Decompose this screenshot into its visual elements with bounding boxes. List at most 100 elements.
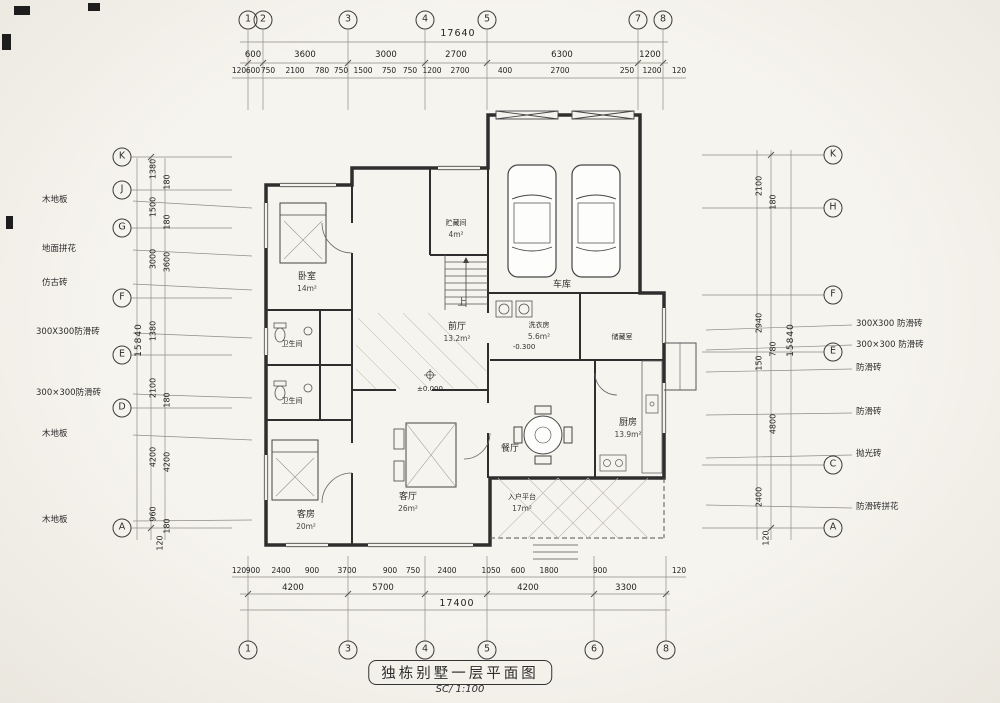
dim-bottom-total: 17400	[439, 598, 475, 609]
dim-top-major: 2700	[445, 50, 467, 60]
dim-bottom-minor: 900	[245, 566, 261, 575]
dim-left: 4200	[148, 446, 158, 468]
room-dining: 餐厅	[501, 442, 519, 454]
dim-top-minor: 2100	[285, 66, 305, 75]
dim-top-major: 6300	[551, 50, 573, 60]
room-storage-top: 贮藏间	[446, 218, 467, 227]
dim-right: 2100	[754, 175, 764, 197]
axis-bubble-left-k: K	[112, 147, 132, 167]
axis-bubble-top-3: 3	[338, 10, 358, 30]
dim-top-minor: 120	[231, 66, 247, 75]
dim-right-total: 15840	[786, 323, 796, 357]
dim-bottom-minor: 900	[382, 566, 398, 575]
room-terrace: 入户平台	[508, 492, 536, 501]
room-bath-2: 卫生间	[282, 396, 303, 405]
room-laundry: 洗衣房	[529, 320, 550, 329]
washer-units	[495, 300, 533, 318]
anno-wood-floor-3: 木地板	[42, 515, 68, 525]
stair-up-label: 上	[457, 297, 466, 308]
axis-bubble-left-j: J	[112, 180, 132, 200]
room-kitchen: 厨房	[619, 416, 637, 428]
dim-bottom-major: 4200	[282, 583, 304, 593]
axis-bubble-right-k: K	[823, 145, 843, 165]
anno-r-polished-tile: 抛光砖	[856, 449, 882, 459]
dim-top-major: 3000	[375, 50, 397, 60]
dim-top-minor: 2700	[450, 66, 470, 75]
dim-right: 4800	[768, 413, 778, 435]
interior-walls	[266, 168, 664, 545]
dim-right: 2400	[754, 486, 764, 508]
dim-right: 150	[754, 355, 764, 371]
dim-bottom-major: 4200	[517, 583, 539, 593]
terrace	[490, 477, 665, 560]
scan-mark	[14, 6, 30, 15]
car-left	[507, 164, 557, 278]
dim-top-minor: 120	[671, 66, 687, 75]
dim-top-minor: 600	[245, 66, 261, 75]
dim-top-major: 600	[244, 50, 262, 60]
axis-bubble-right-a: A	[823, 518, 843, 538]
axis-bubble-top-7: 7	[628, 10, 648, 30]
windows	[263, 165, 667, 548]
axis-bubble-right-e: E	[823, 342, 843, 362]
axis-bubble-bottom-6: 6	[584, 640, 604, 660]
room-storage-right: 储藏室	[612, 332, 633, 341]
anno-antislip-300-2: 300×300防滑砖	[36, 388, 102, 398]
axis-bubble-left-d: D	[112, 398, 132, 418]
scan-mark	[88, 3, 100, 11]
level-mark-zero: ±0.000	[417, 369, 443, 393]
dim-top-minor: 1200	[642, 66, 662, 75]
axis-bubble-left-g: G	[112, 218, 132, 238]
axis-bubble-bottom-3: 3	[338, 640, 358, 660]
room-guest: 客房	[297, 508, 315, 520]
dim-top-major: 1200	[639, 50, 661, 60]
sofa	[393, 422, 457, 488]
dim-top-minor: 2700	[550, 66, 570, 75]
dim-bottom-minor: 120	[231, 566, 247, 575]
anno-antique-tile: 仿古砖	[42, 278, 68, 288]
axis-bubble-left-f: F	[112, 288, 132, 308]
dim-left: 1380	[148, 158, 158, 180]
level-text-zero: ±0.000	[417, 385, 443, 393]
room-living-area: 26m²	[398, 504, 418, 513]
room-bedroom: 卧室	[298, 270, 316, 282]
room-terrace-area: 17m²	[512, 504, 532, 513]
anno-wood-floor-1: 木地板	[42, 195, 68, 205]
dim-left: 120	[155, 535, 165, 551]
dim-left: 960	[148, 506, 158, 522]
garage-door	[495, 110, 635, 120]
room-guest-area: 20m²	[296, 522, 316, 531]
level-mark-minus: -0.300	[513, 343, 536, 351]
dim-right: 2940	[754, 312, 764, 334]
dim-top-minor: 750	[381, 66, 397, 75]
stairs	[444, 255, 488, 310]
axis-bubble-left-a: A	[112, 518, 132, 538]
dim-top-minor: 400	[497, 66, 513, 75]
dim-top-minor: 750	[260, 66, 276, 75]
axis-bubble-bottom-1: 1	[238, 640, 258, 660]
kitchen-fixtures	[599, 360, 663, 474]
car-right	[571, 164, 621, 278]
room-laundry-area: 5.6m²	[528, 332, 550, 341]
dim-bottom-minor: 120	[671, 566, 687, 575]
axis-bubble-top-4: 4	[415, 10, 435, 30]
door-arcs	[321, 222, 618, 504]
dim-top-minor: 1200	[422, 66, 442, 75]
room-bedroom-area: 14m²	[297, 284, 317, 293]
room-living: 客厅	[399, 490, 417, 502]
bay-window	[664, 342, 697, 391]
anno-r-antislip-1: 防滑砖	[856, 363, 882, 373]
anno-r-antislip-2: 防滑砖	[856, 407, 882, 417]
level-text-minus: -0.300	[513, 343, 536, 351]
dim-top-minor: 750	[402, 66, 418, 75]
anno-r-antislip-300-2: 300×300 防滑砖	[856, 340, 924, 350]
axis-bubble-top-5: 5	[477, 10, 497, 30]
axis-bubble-bottom-5: 5	[477, 640, 497, 660]
bath-fixtures	[273, 322, 313, 401]
dining-table	[513, 405, 573, 465]
axis-bubble-top-8: 8	[653, 10, 673, 30]
dim-left: 180	[162, 174, 172, 190]
room-garage: 车库	[553, 278, 571, 290]
drawing-title: 独栋别墅一层平面图	[368, 660, 552, 685]
